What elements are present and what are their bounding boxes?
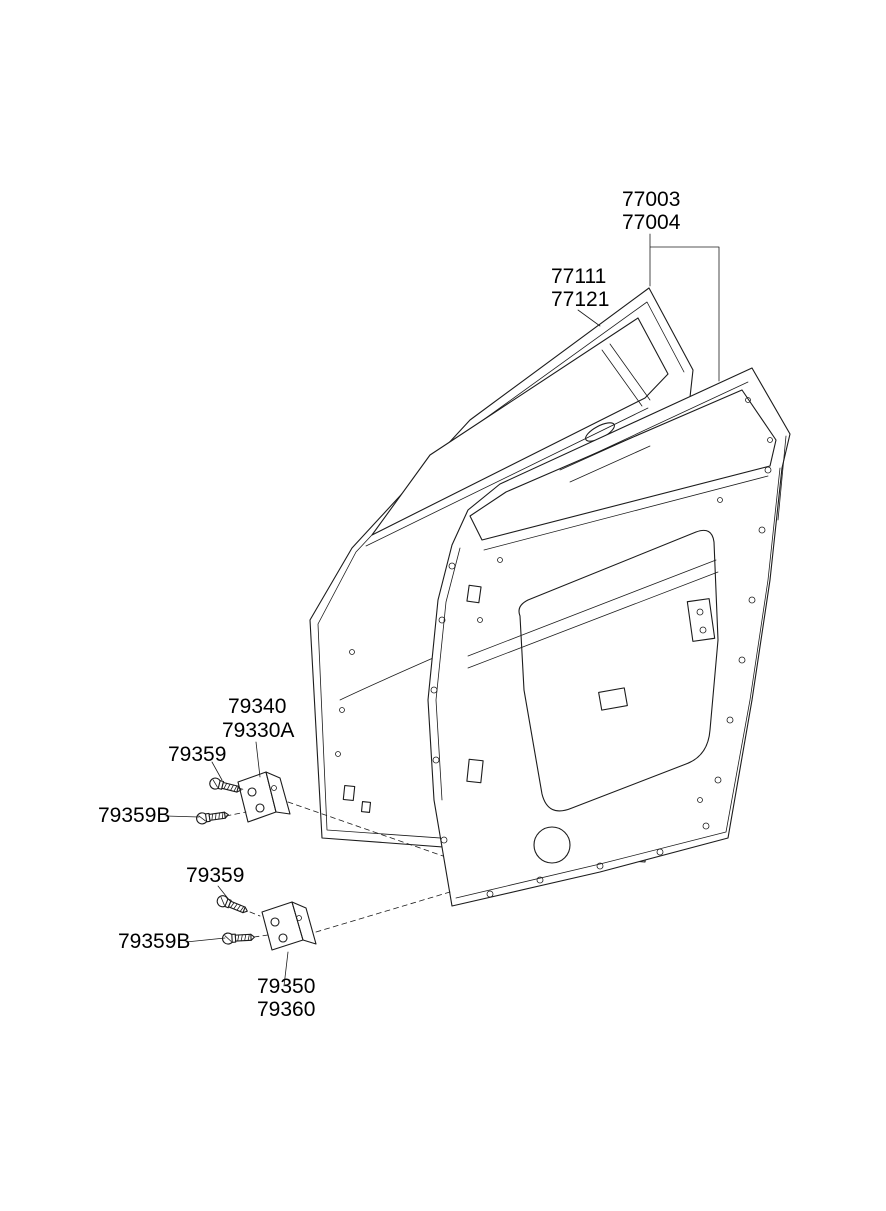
inner-panel-round-hole: [533, 826, 571, 864]
inner-panel-latch-hole-2: [699, 626, 707, 634]
label-79359b-upper: 79359B: [98, 804, 170, 827]
outer-panel-quarter-divider: [601, 343, 651, 407]
screw-79359b-lower: [221, 931, 256, 945]
label-77111: 77111: [551, 265, 606, 288]
lower-hinge-hole-1: [270, 917, 280, 927]
inner-panel-latch-rect: [686, 598, 716, 642]
label-79340: 79340: [228, 695, 286, 718]
lower-hinge-hole-2: [278, 933, 288, 943]
inner-panel-latch-hole-1: [696, 608, 704, 616]
upper-hinge-flange-hole: [271, 785, 277, 791]
lower-hinge-flange-hole: [296, 915, 302, 921]
outer-panel-hole-rect-1: [342, 784, 356, 802]
label-79350: 79350: [257, 975, 315, 998]
dash-screw-upper-b: [225, 811, 247, 817]
label-79360: 79360: [257, 998, 315, 1021]
label-77121: 77121: [551, 288, 609, 311]
upper-hinge-fold: [265, 771, 277, 813]
dash-lower-hinge-to-door: [315, 891, 451, 933]
outer-panel-hole-rect-2: [360, 801, 372, 813]
outer-panel-belt-line: [365, 407, 649, 547]
inner-panel-belt-line: [483, 475, 769, 551]
outer-panel-hem-line: [317, 301, 685, 853]
assembly-dashed-lines: [225, 787, 451, 938]
outer-panel-hole-1: [349, 649, 355, 655]
dash-screw-lower-b: [253, 934, 269, 938]
outer-panel-hole-2: [339, 707, 345, 713]
outer-panel-window-opening: [371, 317, 669, 536]
leader-assembly: [649, 233, 720, 382]
screw-79359b-upper: [195, 808, 230, 826]
screw-79359-lower: [215, 893, 250, 917]
part-labels: 77003 77004 77111 77121 79340 79330A 793…: [98, 188, 681, 1021]
leader-screw-lower-b: [185, 937, 226, 943]
leader-screw-upper: [211, 761, 223, 781]
outer-panel-hole-3: [335, 751, 341, 757]
inner-panel-center-opening: [518, 529, 719, 812]
inner-panel-impact-beam: [467, 559, 719, 669]
dash-screw-upper: [237, 787, 247, 791]
inner-panel-hole-rect-3: [466, 584, 482, 604]
upper-hinge-hole-1: [247, 787, 257, 797]
upper-hinge-drawing: [237, 771, 291, 823]
leader-lines: [165, 233, 720, 987]
inner-panel-drawing: [427, 367, 791, 907]
dash-upper-hinge-to-door: [287, 801, 444, 857]
inner-panel-bolt-holes: [430, 397, 773, 898]
lower-hinge-drawing: [261, 901, 317, 951]
inner-panel-glassrun-lines: [559, 433, 651, 483]
leader-outer-panel: [577, 309, 601, 327]
label-79359-lower: 79359: [186, 864, 244, 887]
label-79330a: 79330A: [222, 719, 294, 742]
leader-screw-upper-b: [165, 815, 200, 818]
label-77004: 77004: [622, 211, 681, 234]
label-79359-upper: 79359: [168, 743, 226, 766]
label-77003: 77003: [622, 188, 680, 211]
upper-hinge-hole-2: [255, 803, 265, 813]
inner-panel-hole-rect-1: [466, 758, 484, 784]
leader-screw-lower: [217, 885, 231, 902]
label-79359b-lower: 79359B: [118, 930, 190, 953]
lower-hinge-fold: [291, 901, 304, 941]
dash-screw-lower: [249, 911, 261, 917]
screw-79359-upper: [208, 776, 243, 796]
inner-panel-window-opening: [469, 389, 777, 541]
leader-hinge-lower: [283, 951, 289, 987]
inner-panel-hem-line: [435, 467, 781, 899]
inner-panel-hole-rect-2: [598, 687, 628, 711]
leader-hinge-upper: [255, 741, 261, 778]
